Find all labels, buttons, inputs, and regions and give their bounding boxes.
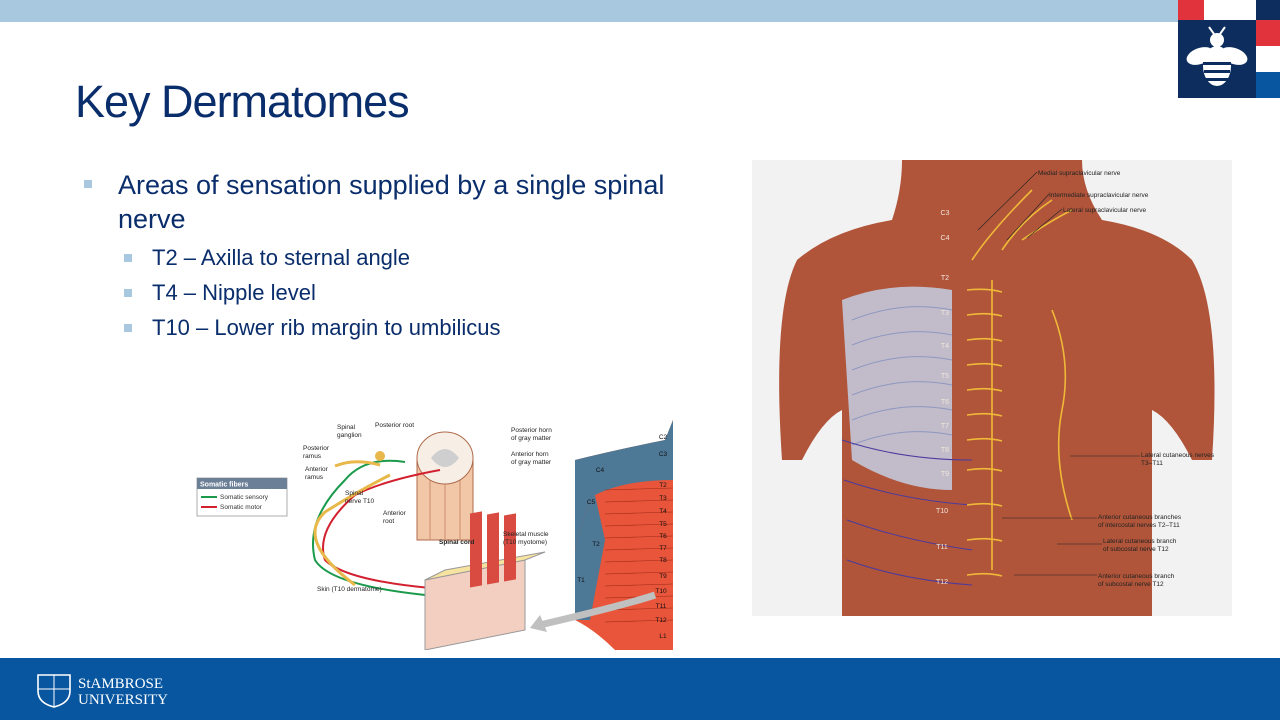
logo-line2: UNIVERSITY xyxy=(78,692,168,708)
level-label: T3 xyxy=(941,310,949,317)
level-label: C5 xyxy=(587,499,596,506)
label-anterior-root-2: root xyxy=(383,518,394,525)
label-anterior-root-1: Anterior xyxy=(383,510,407,517)
level-label: T9 xyxy=(659,573,667,580)
label-lateral-subcostal-2: of subcostal nerve T12 xyxy=(1103,546,1169,553)
torso-dermatome-map xyxy=(530,420,674,650)
level-label: T9 xyxy=(941,471,949,478)
label-lateral-subcostal-1: Lateral cutaneous branch xyxy=(1103,538,1177,545)
legend-motor: Somatic motor xyxy=(220,504,263,511)
label-skeletal-muscle-2: (T10 myotome) xyxy=(503,539,547,546)
label-skeletal-muscle-1: Skeletal muscle xyxy=(503,531,549,538)
level-label: T2 xyxy=(659,482,667,489)
label-spinal-nerve-2: nerve T10 xyxy=(345,498,375,505)
level-label: T8 xyxy=(941,447,949,454)
sub-bullet: T10 – Lower rib margin to umbilicus xyxy=(122,310,734,345)
skin-muscle-block xyxy=(424,511,546,650)
level-label: T12 xyxy=(655,617,667,624)
sub-bullet-text: T4 – Nipple level xyxy=(152,280,316,305)
level-label: L1 xyxy=(659,633,667,640)
bullet-marker xyxy=(124,324,132,332)
level-label: C2 xyxy=(659,434,668,441)
level-label: T5 xyxy=(941,373,949,380)
level-label: T2 xyxy=(941,275,949,282)
sub-bullet-list: T2 – Axilla to sternal angle T4 – Nipple… xyxy=(84,240,734,345)
label-spinal-ganglion-1: Spinal xyxy=(337,424,356,431)
level-label: T11 xyxy=(656,603,667,610)
label-anterior-cutaneous-2: of intercostal nerves T2–T11 xyxy=(1098,522,1180,529)
label-spinal-ganglion-2: ganglion xyxy=(337,432,362,439)
level-label: T3 xyxy=(659,495,667,502)
label-posterior-horn-2: of gray matter xyxy=(511,435,552,442)
level-label: T6 xyxy=(941,399,949,406)
level-label: T7 xyxy=(659,545,667,552)
label-posterior-ramus-2: ramus xyxy=(303,453,322,460)
label-anterior-horn-2: of gray matter xyxy=(511,459,552,466)
label-anterior-ramus-1: Anterior xyxy=(305,466,329,473)
label-anterior-cutaneous-1: Anterior cutaneous branches xyxy=(1098,514,1182,521)
label-posterior-horn-1: Posterior horn xyxy=(511,427,552,434)
spinal-nerve-diagram: Somatic fibers Somatic sensory Somatic m… xyxy=(196,420,674,650)
bee-logo xyxy=(1178,0,1280,98)
legend-title: Somatic fibers xyxy=(200,482,248,489)
level-label: T7 xyxy=(941,423,949,430)
level-label: T8 xyxy=(659,557,667,564)
sub-bullet: T4 – Nipple level xyxy=(122,275,734,310)
level-label: T11 xyxy=(936,544,948,551)
bullet-main-text: Areas of sensation supplied by a single … xyxy=(118,170,665,234)
legend-sensory: Somatic sensory xyxy=(220,494,269,501)
level-label: T1 xyxy=(577,577,585,584)
level-label: T6 xyxy=(659,533,667,540)
label-spinal-cord: Spinal cord xyxy=(439,539,474,546)
label-posterior-ramus-1: Posterior xyxy=(303,445,330,452)
level-label: T12 xyxy=(936,579,948,586)
slide-title: Key Dermatomes xyxy=(75,76,410,127)
thoracic-cutaneous-nerves-figure: Medial supraclavicular nerve Intermediat… xyxy=(752,160,1232,616)
level-label: T5 xyxy=(659,521,667,528)
label-anterior-subcostal-2: of subcostal nerve T12 xyxy=(1098,581,1164,588)
level-label: C4 xyxy=(596,467,605,474)
spinal-cord-illustration xyxy=(416,431,474,541)
label-anterior-horn-1: Anterior horn xyxy=(511,451,549,458)
top-accent-band xyxy=(0,0,1178,22)
sub-bullet: T2 – Axilla to sternal angle xyxy=(122,240,734,275)
bullet-marker xyxy=(124,289,132,297)
label-lateral-cutaneous-1: Lateral cutaneous nerves xyxy=(1141,452,1215,459)
level-label: C3 xyxy=(941,210,950,217)
label-anterior-subcostal-1: Anterior cutaneous branch xyxy=(1098,573,1175,580)
label-medial-supraclavicular: Medial supraclavicular nerve xyxy=(1038,170,1121,177)
label-anterior-ramus-2: ramus xyxy=(305,474,324,481)
label-skin: Skin (T10 dermatome) xyxy=(317,586,382,593)
fiber-legend: Somatic fibers Somatic sensory Somatic m… xyxy=(196,477,288,517)
level-label: T2 xyxy=(592,541,600,548)
label-intermediate-supraclavicular: Intermediate supraclavicular nerve xyxy=(1049,192,1149,199)
logo-line1: StAMBROSE xyxy=(78,676,163,692)
sub-bullet-text: T10 – Lower rib margin to umbilicus xyxy=(152,315,501,340)
bullet-main: Areas of sensation supplied by a single … xyxy=(84,168,734,236)
label-spinal-nerve-1: Spinal xyxy=(345,490,364,497)
bullet-marker xyxy=(84,180,92,188)
bottom-footer-band xyxy=(0,658,1280,720)
sub-bullet-text: T2 – Axilla to sternal angle xyxy=(152,245,411,270)
level-label: T10 xyxy=(936,508,948,515)
label-lateral-supraclavicular: Lateral supraclavicular nerve xyxy=(1063,207,1146,214)
university-logo: StAMBROSE UNIVERSITY xyxy=(37,674,168,708)
level-label: C3 xyxy=(659,451,668,458)
level-label: C4 xyxy=(941,235,950,242)
level-label: T4 xyxy=(941,343,949,350)
label-posterior-root: Posterior root xyxy=(375,422,414,429)
bullet-marker xyxy=(124,254,132,262)
bullet-list: Areas of sensation supplied by a single … xyxy=(84,168,734,345)
level-label: T4 xyxy=(659,508,667,515)
label-lateral-cutaneous-2: T3–T11 xyxy=(1141,460,1163,467)
level-label: T10 xyxy=(655,588,667,595)
